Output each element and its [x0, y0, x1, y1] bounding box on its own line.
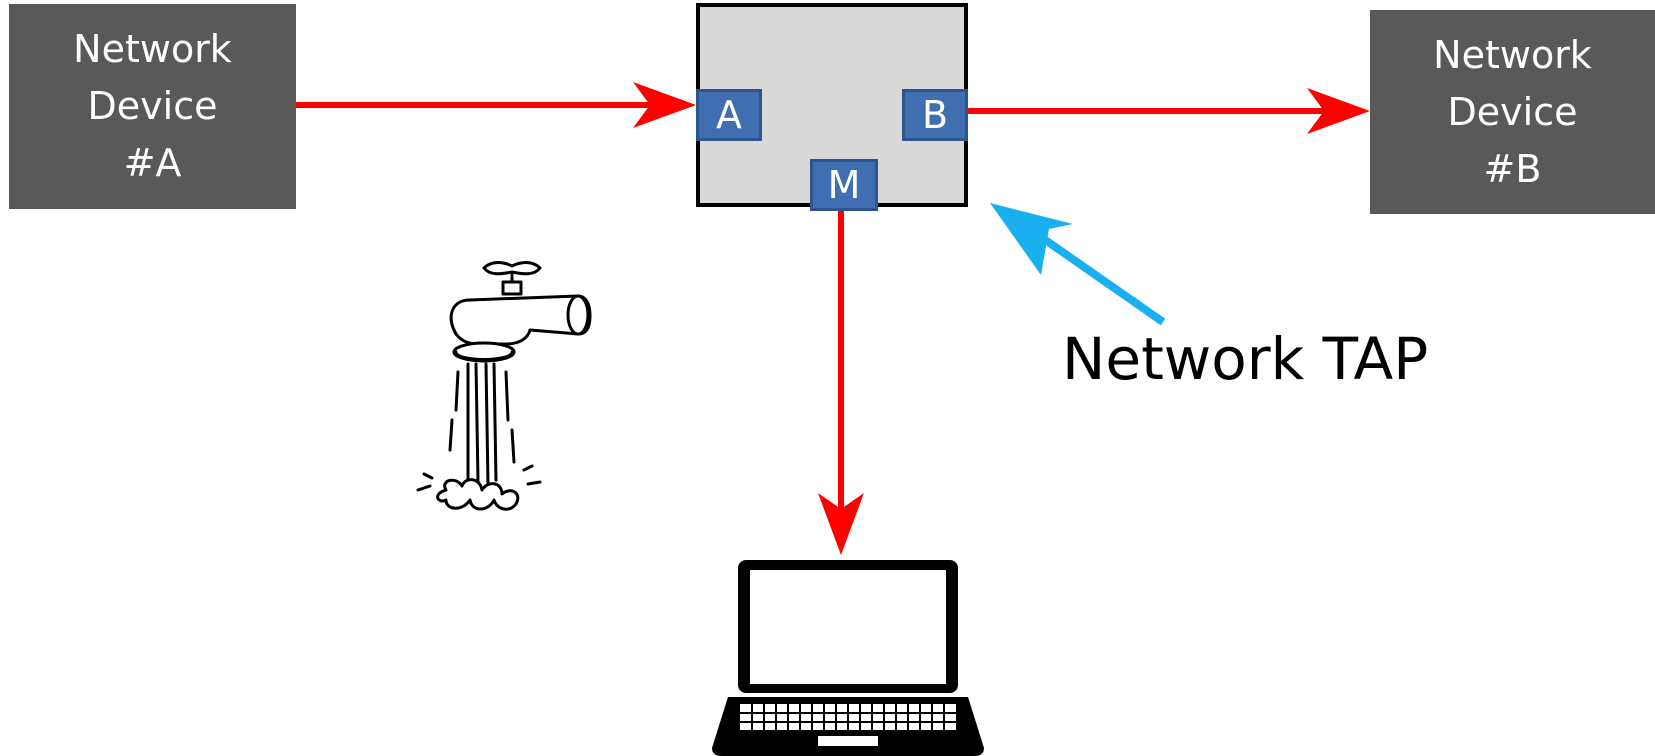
device-b-line-1: Network: [1433, 32, 1592, 77]
link-port-m-to-laptop: [818, 207, 864, 555]
link-port-b-to-device-b: [968, 88, 1370, 134]
device-a-line-1: Network: [73, 27, 232, 71]
arrowhead-laptop: [818, 493, 864, 555]
device-a-line-3: #A: [123, 141, 182, 185]
network-tap-box: A B M: [696, 3, 968, 211]
network-device-b: Network Device #B: [1370, 10, 1655, 214]
network-device-a: Network Device #A: [9, 4, 296, 209]
arrowhead-device-b: [1307, 88, 1370, 134]
tap-pointer-arrow: [990, 203, 1166, 326]
device-b-line-3: #B: [1483, 146, 1542, 191]
device-a-line-2: Device: [87, 84, 218, 128]
tap-port-a: A: [696, 89, 762, 141]
tap-port-b: B: [902, 89, 968, 141]
tap-port-m: M: [810, 159, 878, 211]
link-device-a-to-port-a: [296, 82, 696, 128]
arrowhead-port-a: [633, 82, 696, 128]
network-tap-label: Network TAP: [1062, 325, 1429, 393]
device-b-line-2: Device: [1447, 89, 1578, 134]
